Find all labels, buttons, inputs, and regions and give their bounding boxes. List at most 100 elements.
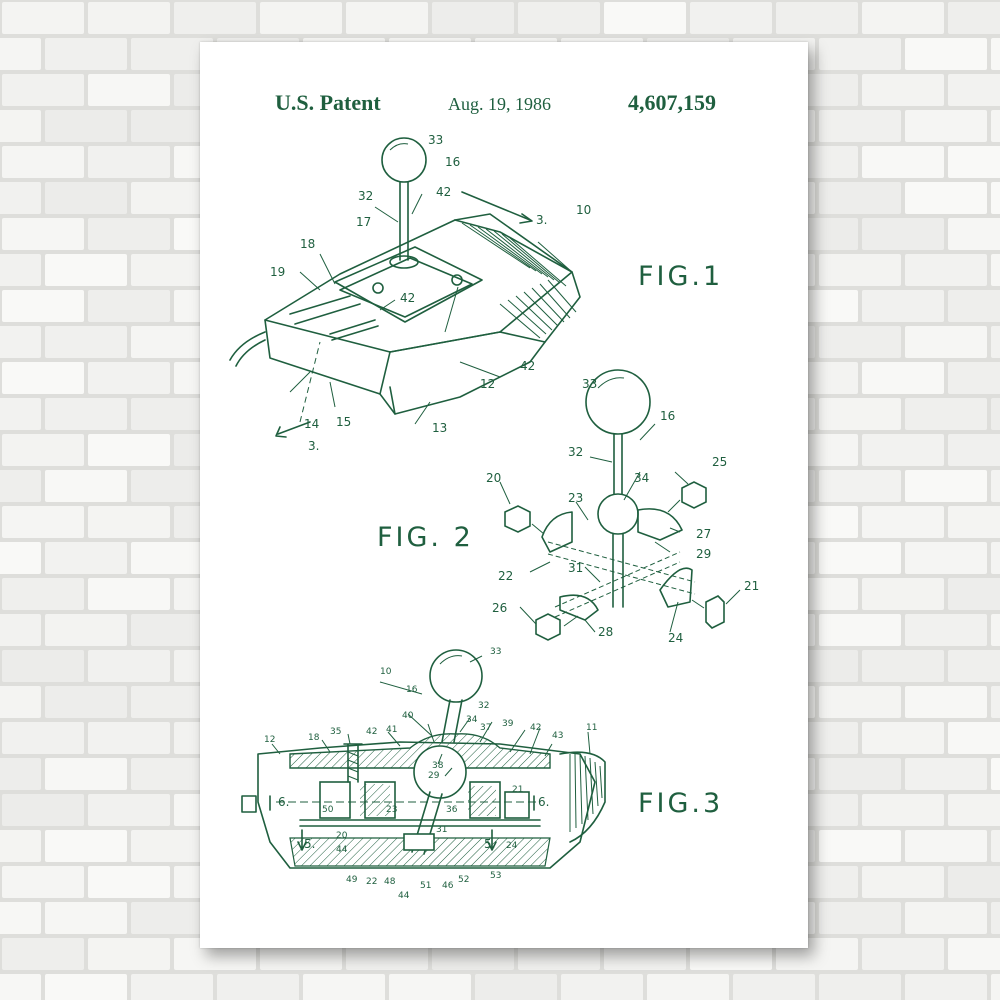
brick: [45, 326, 127, 358]
brick: [2, 218, 84, 250]
fig2-ref-25: 25: [712, 455, 727, 469]
fig3-ref-34: 34: [466, 715, 478, 725]
brick: [905, 38, 987, 70]
brick: [88, 362, 170, 394]
brick: [819, 182, 901, 214]
fig2-ref-28: 28: [598, 625, 613, 639]
brick: [2, 938, 84, 970]
brick: [862, 434, 944, 466]
brick: [303, 974, 385, 1000]
brick: [131, 974, 213, 1000]
brick: [45, 254, 127, 286]
fig2-ref-27: 27: [696, 527, 711, 541]
brick: [2, 146, 84, 178]
brick: [0, 326, 41, 358]
brick: [217, 974, 299, 1000]
fig3-ref-48: 48: [384, 877, 396, 887]
brick: [0, 758, 41, 790]
fig3-ref-31: 31: [436, 825, 447, 835]
brick: [991, 902, 1000, 934]
brick: [0, 182, 41, 214]
brick: [991, 398, 1000, 430]
brick: [819, 974, 901, 1000]
brick: [518, 2, 600, 34]
brick: [690, 2, 772, 34]
brick: [862, 362, 944, 394]
brick: [905, 398, 987, 430]
brick: [905, 686, 987, 718]
brick: [991, 686, 1000, 718]
brick: [862, 650, 944, 682]
brick: [88, 650, 170, 682]
fig3-ridged-end: [560, 752, 605, 842]
brick: [862, 794, 944, 826]
brick: [561, 974, 643, 1000]
brick: [991, 254, 1000, 286]
brick: [948, 2, 1000, 34]
fig3-ref-5a: 5.: [304, 837, 315, 851]
brick: [45, 902, 127, 934]
brick: [819, 398, 901, 430]
brick: [45, 470, 127, 502]
fig3-ref-20: 20: [336, 831, 348, 841]
fig1-ref-3a: 3.: [536, 213, 547, 227]
brick: [991, 110, 1000, 142]
fig3-ref-51: 51: [420, 881, 431, 891]
brick: [2, 578, 84, 610]
brick: [948, 74, 1000, 106]
brick: [45, 758, 127, 790]
fig3-ref-39: 39: [502, 719, 514, 729]
brick: [948, 218, 1000, 250]
fig3-ref-6b: 6.: [538, 795, 549, 809]
brick: [905, 326, 987, 358]
fig3-ref-11: 11: [586, 723, 597, 733]
fig3-ref-53: 53: [490, 871, 501, 881]
brick: [45, 974, 127, 1000]
brick: [2, 434, 84, 466]
brick: [819, 758, 901, 790]
fig3-ref-21: 21: [512, 785, 523, 795]
brick: [905, 110, 987, 142]
brick: [948, 866, 1000, 898]
brick: [948, 578, 1000, 610]
fig2-ref-23: 23: [568, 491, 583, 505]
brick: [0, 830, 41, 862]
brick: [647, 974, 729, 1000]
brick: [991, 326, 1000, 358]
brick: [905, 614, 987, 646]
brick: [0, 974, 41, 1000]
brick: [948, 506, 1000, 538]
brick: [948, 938, 1000, 970]
fig3-ref-42a: 42: [530, 723, 541, 733]
brick: [260, 2, 342, 34]
brick: [776, 2, 858, 34]
brick: [948, 290, 1000, 322]
fig2-ref-24: 24: [668, 631, 683, 645]
brick: [905, 254, 987, 286]
brick: [88, 434, 170, 466]
fig3-ref-43: 43: [552, 731, 563, 741]
brick: [88, 218, 170, 250]
brick: [862, 578, 944, 610]
brick: [819, 254, 901, 286]
fig3-ref-10: 10: [380, 667, 392, 677]
fig2-ref-32: 32: [568, 445, 583, 459]
fig2-ref-29: 29: [696, 547, 711, 561]
brick: [819, 542, 901, 574]
brick: [45, 182, 127, 214]
brick: [905, 902, 987, 934]
patent-drawing: 33 16 32 42 3. 10 17 18 19 42 42 12 14 1…: [200, 42, 808, 948]
brick: [0, 902, 41, 934]
fig3-ref-24: 24: [506, 841, 518, 851]
fig1-ref-13: 13: [432, 421, 447, 435]
brick: [389, 974, 471, 1000]
fig1-ref-18: 18: [300, 237, 315, 251]
brick: [862, 2, 944, 34]
fig2-ref-21: 21: [744, 579, 759, 593]
fig3-ref-38: 38: [432, 761, 444, 771]
fig3-cross-section: 33 10 16 32 40 41 34 37 39 42 11 12 18 3…: [242, 647, 605, 901]
brick: [819, 38, 901, 70]
fig3-ref-23: 23: [386, 805, 397, 815]
brick: [0, 110, 41, 142]
brick: [0, 398, 41, 430]
